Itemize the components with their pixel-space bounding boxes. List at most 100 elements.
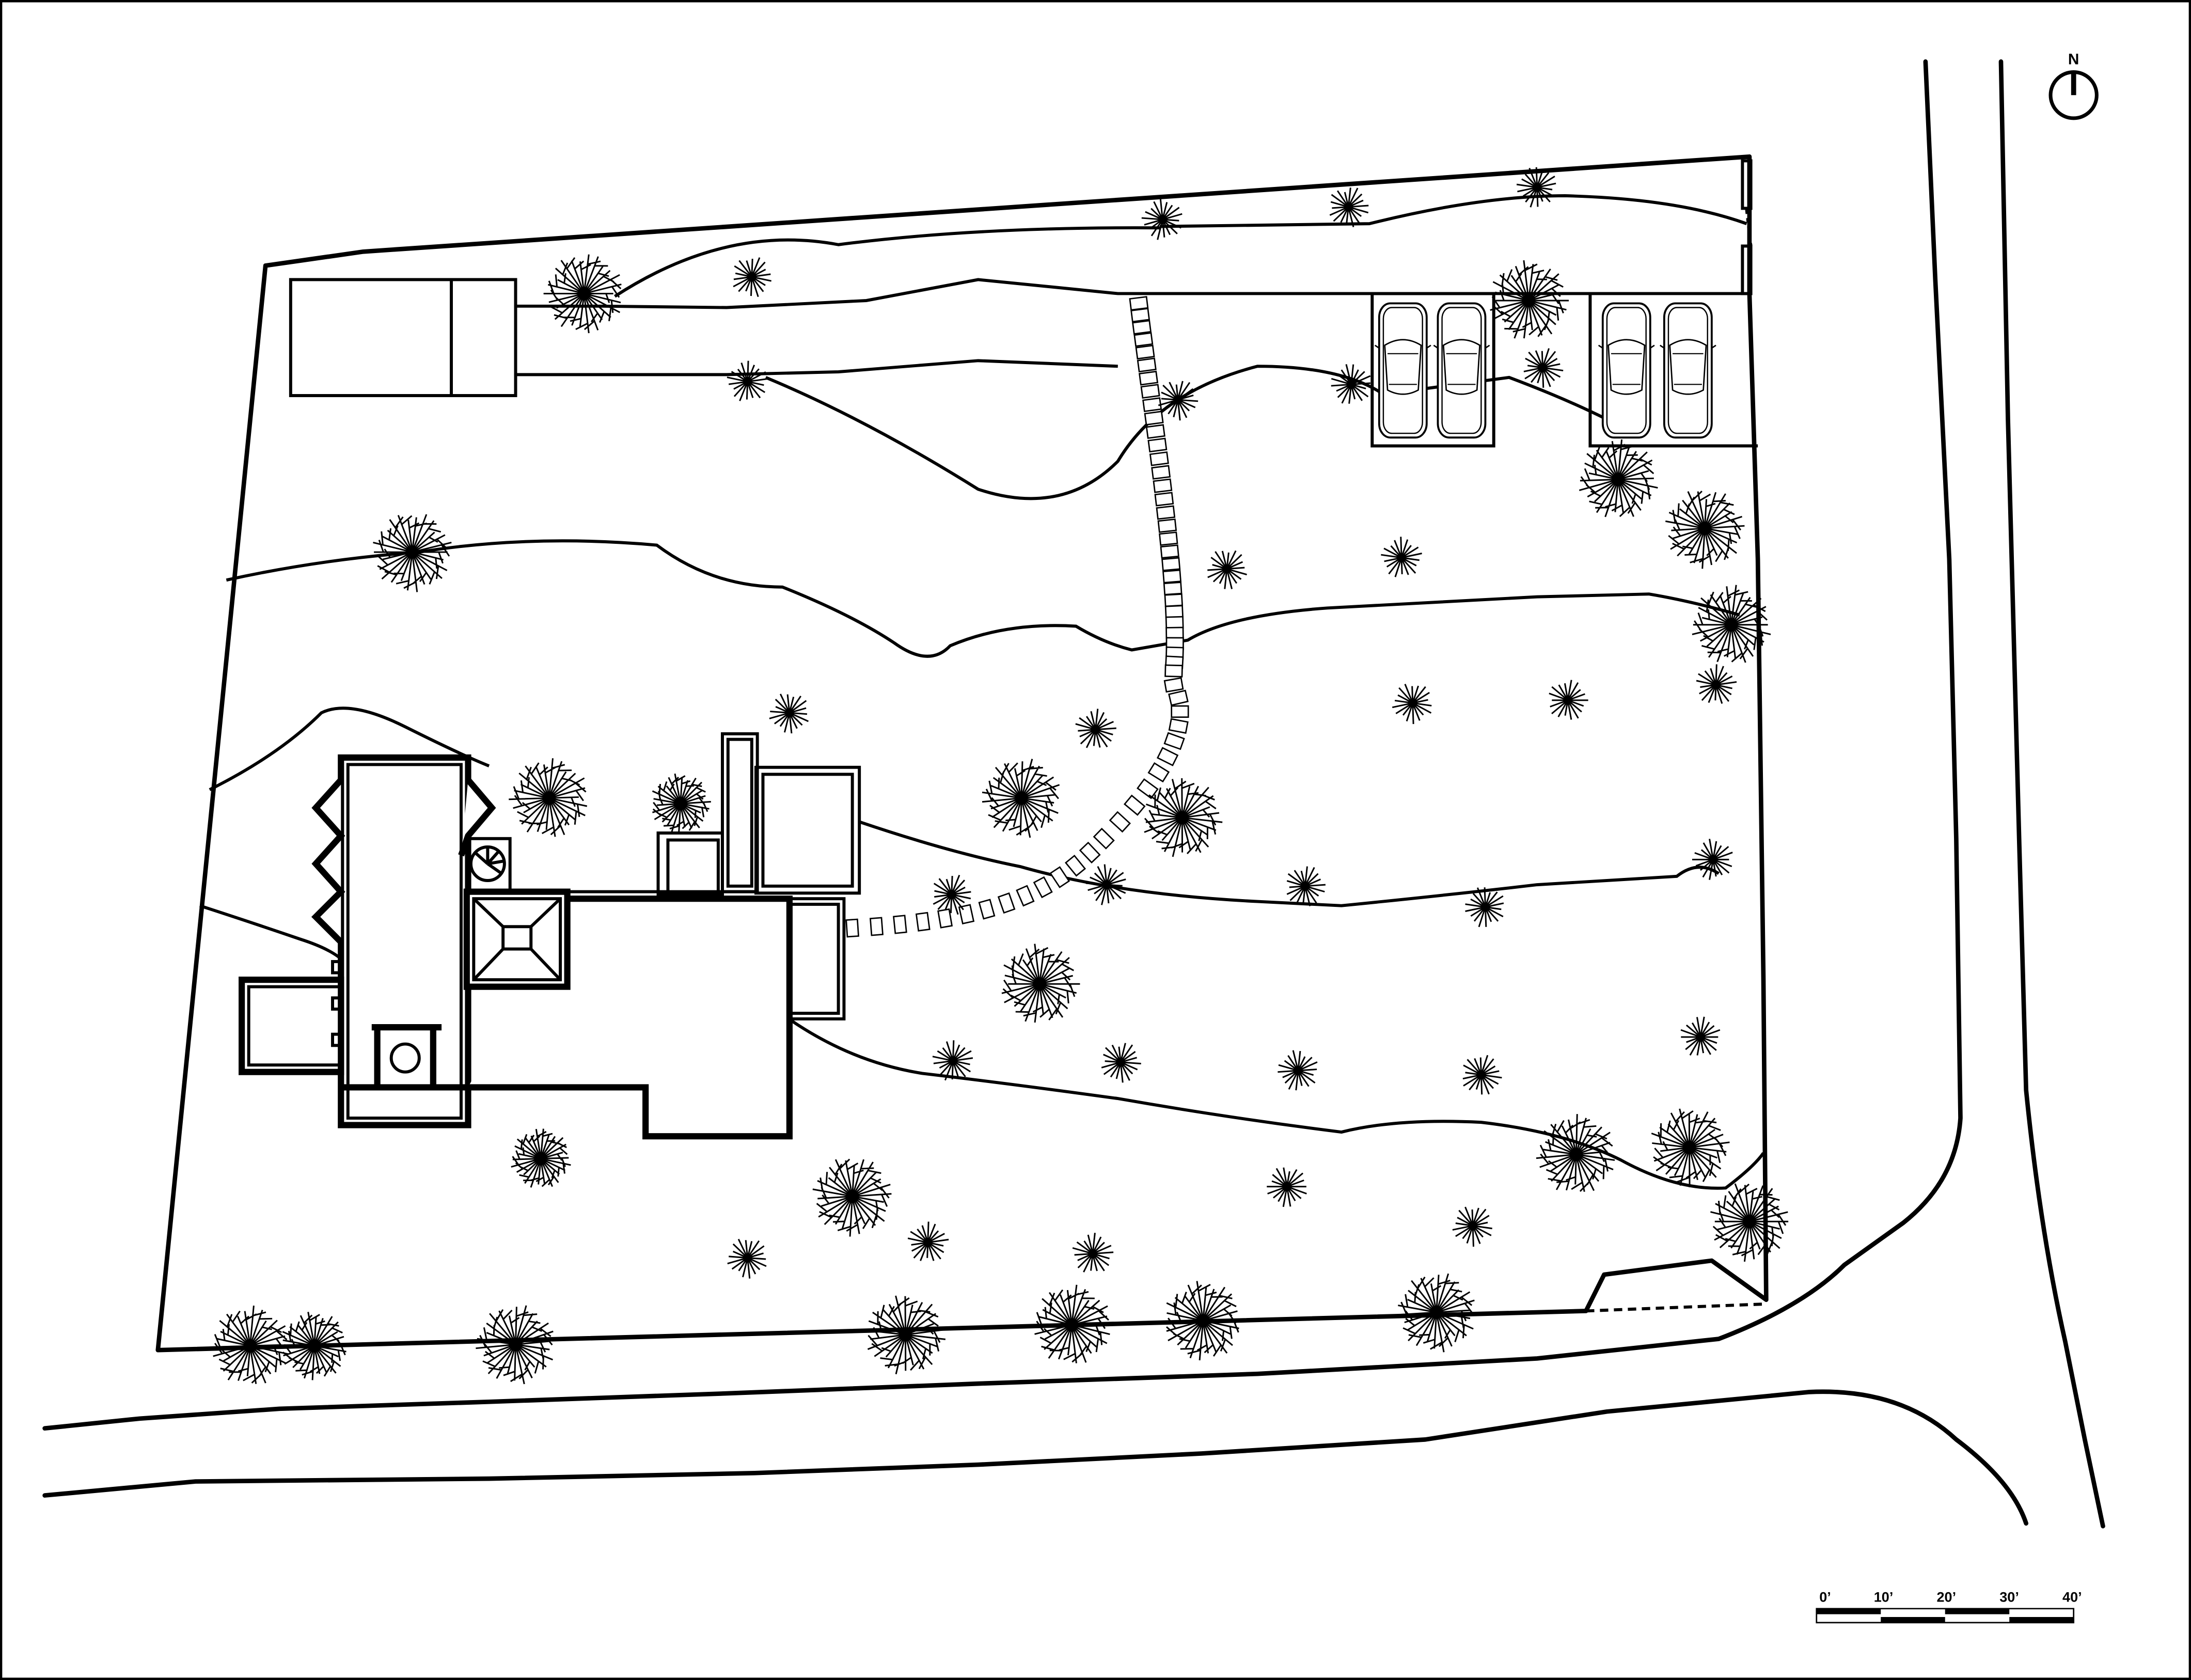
stepping-stone: [1163, 582, 1183, 595]
tree-icon: [727, 1238, 767, 1279]
tree-icon: [1465, 887, 1504, 928]
tree-icon: [932, 1040, 973, 1081]
stepping-stone: [1049, 866, 1070, 888]
stepping-stone: [893, 915, 907, 934]
tree-icon: [1462, 1055, 1502, 1095]
tree-icon: [733, 257, 772, 297]
tree-icon: [812, 1158, 892, 1237]
tree-icon: [1452, 1206, 1492, 1247]
stepping-stone: [1168, 689, 1189, 706]
tree-icon: [511, 1128, 571, 1188]
tree-icon: [933, 874, 971, 915]
tree-icon: [476, 1305, 554, 1385]
tree-icon: [867, 1295, 946, 1375]
stepping-stone: [1157, 518, 1177, 533]
outbuilding: [289, 278, 517, 397]
tree-icon: [1490, 260, 1569, 339]
tree-icon: [1158, 381, 1199, 421]
north-arrow-icon: N: [2048, 51, 2099, 120]
stepping-stone: [1064, 854, 1086, 877]
scale-label-30: 30’: [1999, 1589, 2019, 1605]
stepping-stone: [1137, 357, 1157, 373]
driveway: [514, 278, 1747, 376]
stepping-stone: [1159, 531, 1178, 546]
stepping-stone: [937, 908, 953, 929]
tree-icon: [652, 773, 711, 834]
tree-icon: [1665, 491, 1745, 569]
north-label: N: [2068, 51, 2079, 68]
tree-icon: [1523, 348, 1564, 388]
stepping-stone: [1144, 411, 1164, 426]
stepping-stone: [1123, 794, 1146, 816]
tree-icon: [1710, 1183, 1789, 1262]
tree-icon: [727, 360, 768, 401]
stepping-stone-path: [845, 296, 1189, 938]
scale-bar: 0’ 10’ 20’ 30’ 40’: [1816, 1589, 2082, 1624]
stepping-stone: [869, 917, 884, 936]
stepping-stone: [1163, 732, 1185, 750]
tree-icon: [1267, 1167, 1307, 1207]
tree-icon: [509, 758, 588, 837]
stepping-stone: [845, 918, 859, 938]
stepping-stone: [1139, 370, 1159, 386]
stepping-stone: [1147, 437, 1168, 453]
tree-icon: [1141, 198, 1183, 240]
spiral-stair-icon: [466, 837, 512, 893]
stepping-stone: [1016, 885, 1035, 907]
gate: [1741, 159, 1753, 295]
stepping-stone: [978, 899, 996, 920]
tree-icon: [1549, 680, 1588, 720]
stepping-stone: [1163, 677, 1184, 693]
scale-label-40: 40’: [2062, 1589, 2082, 1605]
stepping-stone: [1135, 344, 1155, 360]
tree-icon: [1286, 866, 1326, 906]
stepping-stone: [1109, 811, 1131, 833]
trees: [210, 167, 1789, 1385]
tree-icon: [1101, 1043, 1141, 1083]
tree-icon: [907, 1221, 949, 1261]
stepping-stone: [1137, 778, 1159, 799]
tree-icon: [543, 254, 622, 334]
stepping-stone: [1165, 616, 1184, 630]
stepping-stone: [1162, 569, 1182, 584]
stepping-stone: [1093, 827, 1115, 850]
property-line-dashed: [1586, 1302, 1767, 1313]
tree-icon: [1075, 709, 1116, 748]
stepping-stone: [1164, 605, 1184, 619]
stepping-stone: [1164, 593, 1184, 607]
tree-icon: [1392, 683, 1432, 724]
stepping-stone: [1033, 876, 1053, 899]
tree-icon: [1692, 585, 1771, 663]
tree-icon: [1165, 1281, 1244, 1361]
tree-icon: [1381, 537, 1422, 577]
stepping-stone: [997, 892, 1016, 914]
property-line: [155, 154, 1769, 1353]
tree-icon: [1072, 1232, 1114, 1273]
stepping-stone: [1156, 505, 1176, 520]
stepping-stone: [1151, 465, 1171, 480]
tree-icon: [1207, 550, 1247, 589]
car-icon: [1598, 302, 1655, 439]
scale-label-20: 20’: [1937, 1589, 1957, 1605]
stepping-stone: [1140, 384, 1160, 399]
cars: [1374, 302, 1716, 439]
stepping-stone: [1129, 296, 1149, 311]
stepping-stone: [915, 912, 931, 932]
tree-icon: [1144, 778, 1223, 857]
tree-icon: [1085, 864, 1126, 905]
stepping-stone: [1168, 718, 1189, 734]
tree-icon: [373, 514, 452, 592]
tree-icon: [982, 759, 1060, 838]
stepping-stone: [1145, 424, 1165, 439]
stepping-stone: [1142, 397, 1162, 412]
tree-icon: [1696, 664, 1737, 704]
tree-icon: [282, 1312, 350, 1380]
stepping-stone: [1161, 557, 1181, 572]
stepping-stone: [1079, 841, 1101, 863]
tree-icon: [1579, 439, 1658, 517]
tree-icon: [769, 694, 809, 734]
tree-icon: [1536, 1114, 1615, 1192]
tree-icon: [1278, 1050, 1318, 1091]
